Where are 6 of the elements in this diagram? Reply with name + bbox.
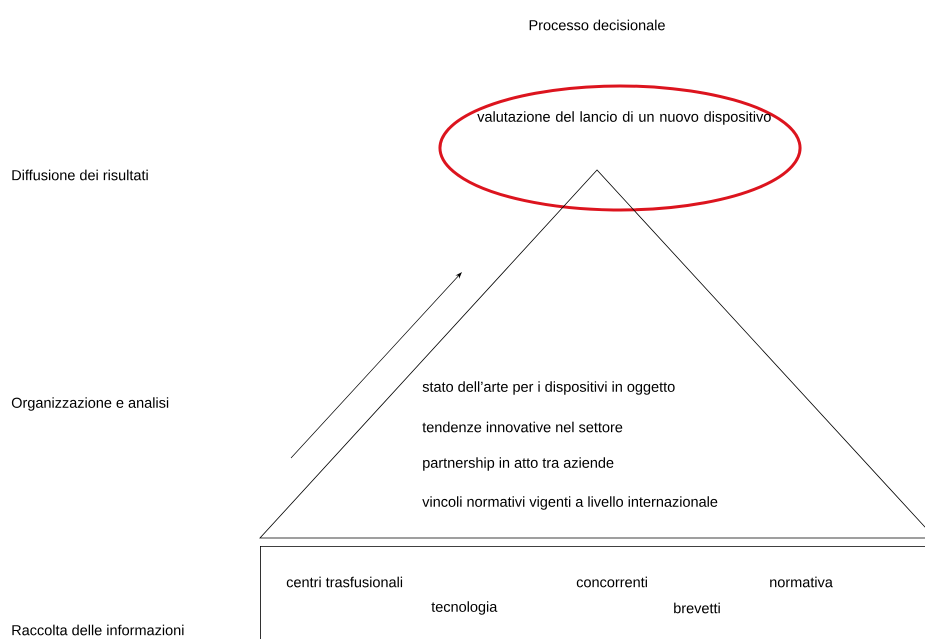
level-label: Raccolta delle informazioni	[12, 624, 184, 636]
level-label: Diffusione dei risultati	[12, 170, 148, 180]
ellipse-outline: valutazione del lancio di un nuovo dispositivo	[439, 84, 802, 212]
base-box: centri trasfusionali concorrenti normativa tecnologia brevetti	[260, 546, 925, 639]
level-label: Organizzazione e analisi	[12, 397, 168, 411]
level-label: Processo decisionale	[530, 20, 665, 30]
